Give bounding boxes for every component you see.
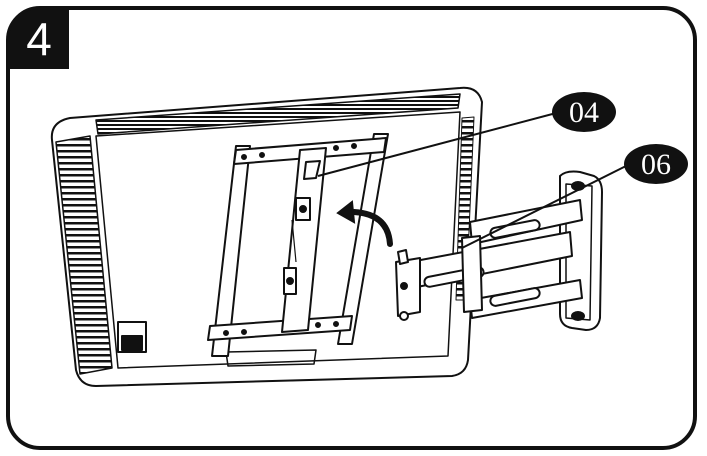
callout-leaders [317, 111, 631, 249]
callout-04-label: 04 [569, 96, 599, 129]
swing-arm-mount-part-06 [395, 170, 603, 331]
callout-04: 04 [552, 92, 616, 132]
lift-direction-arrow [336, 200, 393, 247]
callout-06-bubble [624, 144, 688, 184]
callout-06-label: 06 [641, 148, 671, 181]
callout-04-bubble [552, 92, 616, 132]
tv-back-panel [50, 86, 483, 387]
step-number-badge: 4 [9, 9, 69, 69]
center-bracket-part-04 [281, 147, 327, 333]
callout-06: 06 [624, 144, 688, 184]
